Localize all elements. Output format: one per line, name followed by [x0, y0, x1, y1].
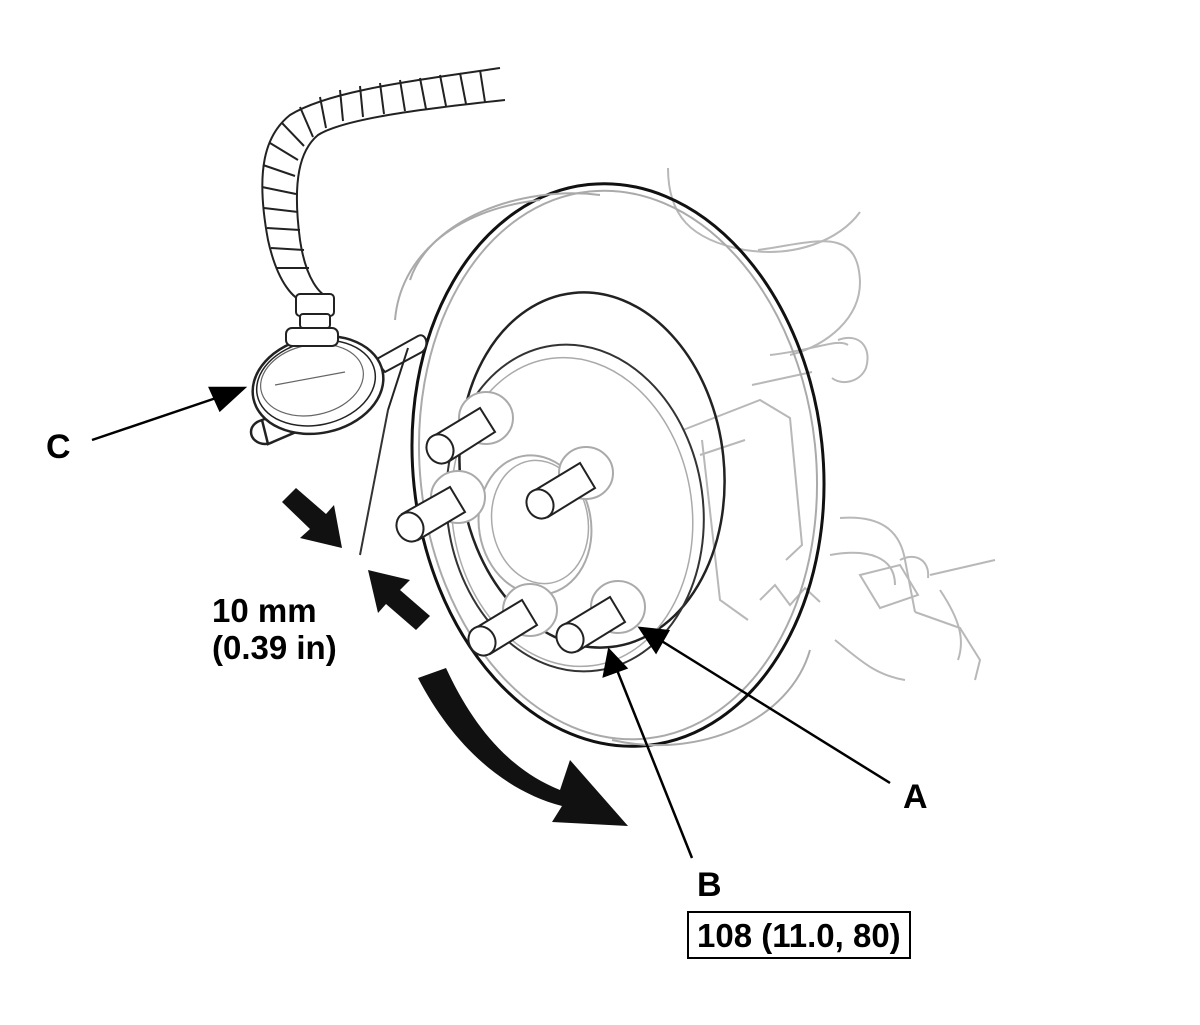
- wheel-stud-left: [395, 470, 486, 543]
- callout-a-wheel-stud: A: [903, 778, 928, 816]
- wheel-studs: [395, 391, 646, 657]
- dimension-metric: 10 mm: [212, 592, 317, 629]
- dimension-arrow-lower: [368, 570, 430, 630]
- dial-indicator: [249, 327, 428, 556]
- wheel-stud-right: [525, 446, 614, 520]
- wheel-stud-lower-left: [467, 583, 558, 657]
- wheel-stud-lower-right: [555, 580, 646, 654]
- dimension-arrow-upper: [282, 488, 342, 548]
- callout-leaders: [91, 386, 891, 859]
- torque-spec-box: 108 (11.0, 80): [687, 911, 911, 959]
- callout-b-lug-nut: B: [697, 866, 722, 904]
- wheel-stud-upper-left: [425, 391, 514, 465]
- rotation-arrow: [418, 668, 628, 826]
- suspension-outline: [667, 167, 996, 681]
- brake-disc: [394, 182, 826, 748]
- dimension-arrows: [282, 488, 430, 630]
- callout-c-dial-indicator: C: [46, 428, 71, 466]
- gooseneck-arm: [261, 67, 506, 329]
- dimension-imperial: (0.39 in): [212, 629, 337, 666]
- dimension-label: 10 mm (0.39 in): [212, 592, 337, 666]
